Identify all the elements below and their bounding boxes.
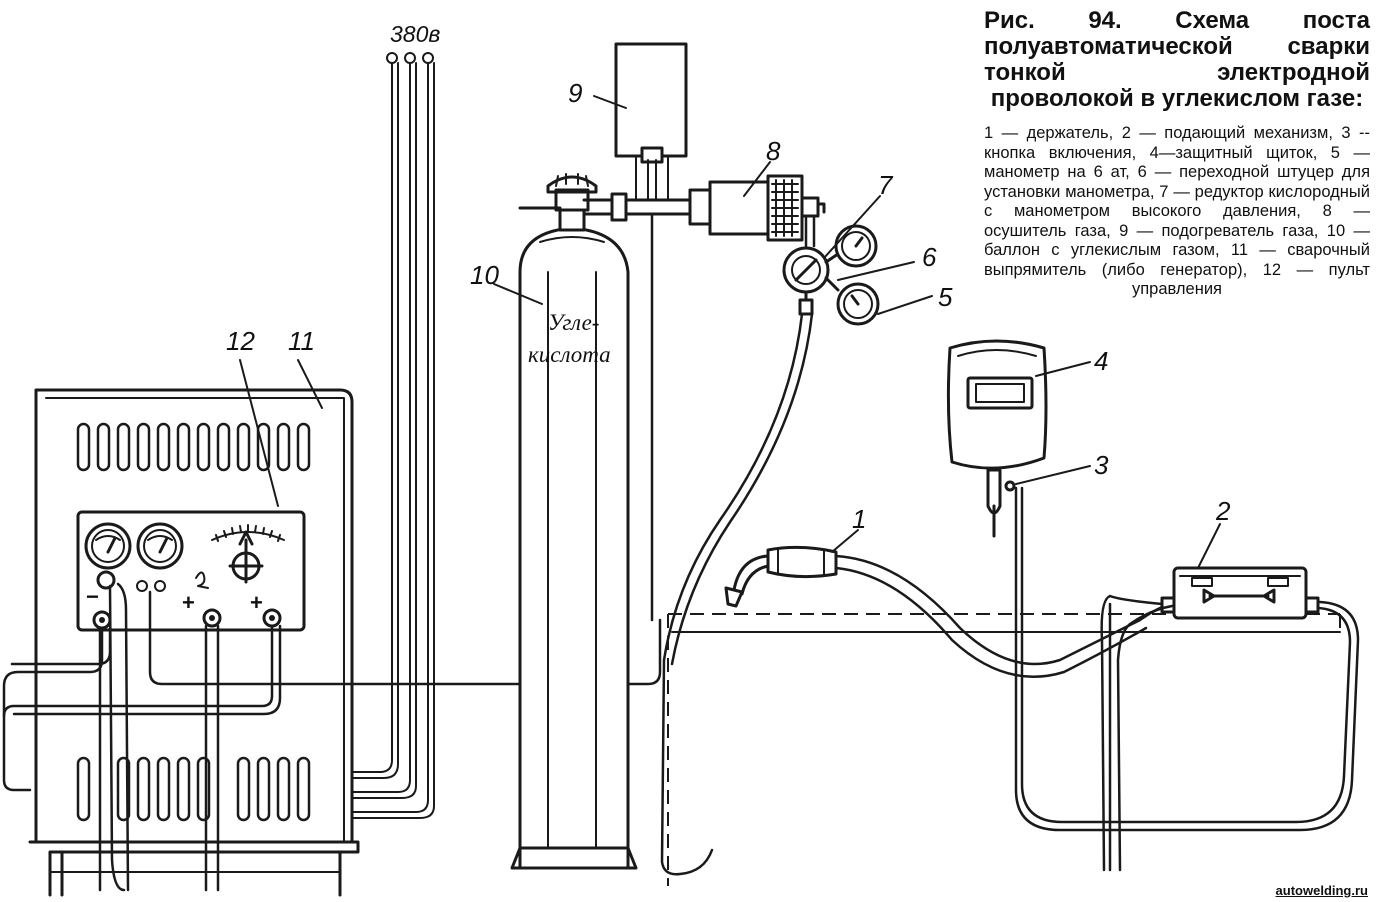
welding-rectifier <box>28 388 360 897</box>
protective-shield <box>946 339 1048 538</box>
caption-legend: 1 — держатель, 2 — подающий механизм, 3 … <box>984 124 1370 298</box>
regulator-knob-icon <box>211 524 285 584</box>
label-9: 9 <box>568 78 582 108</box>
label-2: 2 <box>1215 496 1231 526</box>
gas-hose <box>660 312 804 876</box>
caption-title: Рис. 94. Схема поста полуавтоматической … <box>984 7 1370 112</box>
plus-symbol-right: + <box>250 590 263 615</box>
control-panel: − + + <box>76 510 306 632</box>
rectifier-cables <box>2 582 662 892</box>
wire-feeder <box>1160 566 1320 620</box>
watermark: autowelding.ru <box>1275 883 1368 898</box>
mains-wires <box>351 52 435 819</box>
minus-symbol: − <box>86 584 99 609</box>
welding-holder <box>724 545 1174 678</box>
label-3: 3 <box>1094 450 1109 480</box>
cylinder-text-line2: кислота <box>528 342 611 367</box>
voltage-label: 380в <box>390 21 440 47</box>
gas-dryer <box>708 174 826 242</box>
co2-cylinder <box>510 173 712 870</box>
label-8: 8 <box>766 136 781 166</box>
pressure-gauge-icon <box>836 282 880 326</box>
plus-symbol-left: + <box>182 590 195 615</box>
callouts <box>239 95 1221 569</box>
cylinder-text-line1: Угле- <box>548 310 599 335</box>
figure-caption: Рис. 94. Схема поста полуавтоматической … <box>984 8 1370 300</box>
label-7: 7 <box>878 170 894 200</box>
top-vent-slots <box>76 422 311 472</box>
label-6: 6 <box>922 242 937 272</box>
ammeter-icon <box>84 522 132 570</box>
label-10: 10 <box>470 260 499 290</box>
gas-heater <box>614 42 688 622</box>
label-12: 12 <box>226 326 255 356</box>
voltmeter-icon <box>136 522 184 570</box>
label-5: 5 <box>938 282 953 312</box>
label-11: 11 <box>288 326 315 356</box>
label-1: 1 <box>852 504 866 534</box>
shield-cable <box>1014 486 1360 832</box>
work-table <box>667 613 1341 886</box>
label-4: 4 <box>1094 346 1108 376</box>
high-pressure-gauge-icon <box>834 224 878 268</box>
pressure-reducer <box>782 214 840 316</box>
